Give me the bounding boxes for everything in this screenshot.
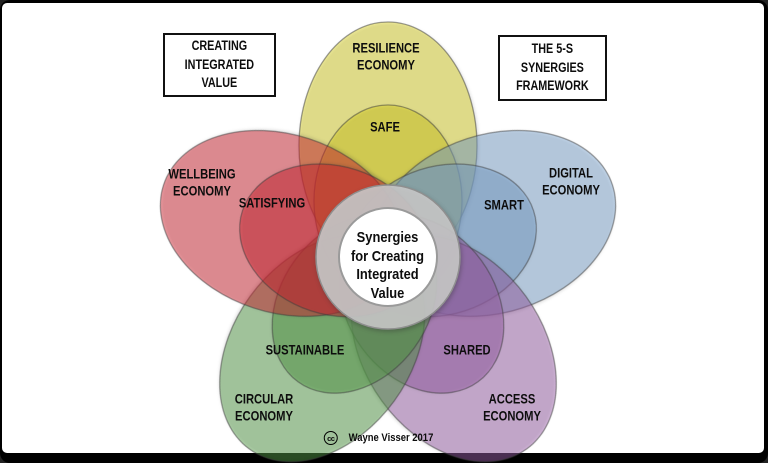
label-sustainable-text: SUSTAINABLE xyxy=(265,341,345,358)
title-box-left-text: CREATING INTEGRATED VALUE xyxy=(184,37,255,91)
label-sustainable: SUSTAINABLE xyxy=(256,342,355,359)
label-wellbeing-economy: WELLBEING ECONOMY xyxy=(160,165,244,198)
center-hub-label-text: Synergies for Creating Integrated Value xyxy=(351,228,425,303)
label-shared-text: SHARED xyxy=(443,341,491,358)
label-safe: SAFE xyxy=(366,119,403,136)
title-box-right-text: THE 5-S SYNERGIES FRAMEWORK xyxy=(516,40,589,94)
label-smart-text: SMART xyxy=(484,196,524,213)
title-box-5s-synergies-framework: THE 5-S SYNERGIES FRAMEWORK xyxy=(498,35,607,101)
label-circular-economy: CIRCULAR ECONOMY xyxy=(227,390,300,423)
label-satisfying-text: SATISFYING xyxy=(238,194,306,211)
label-access-economy: ACCESS ECONOMY xyxy=(476,390,548,423)
center-hub-label: Synergies for Creating Integrated Value xyxy=(333,210,443,304)
label-circular-economy-text: CIRCULAR ECONOMY xyxy=(234,390,294,423)
label-smart: SMART xyxy=(479,197,529,214)
label-digital-economy-text: DIGITAL ECONOMY xyxy=(542,164,600,197)
title-box-creating-integrated-value: CREATING INTEGRATED VALUE xyxy=(163,33,276,97)
label-satisfying: SATISFYING xyxy=(231,195,314,212)
label-wellbeing-economy-text: WELLBEING ECONOMY xyxy=(168,165,236,198)
credit-line: cc Wayne Visser 2017 xyxy=(323,431,440,445)
label-resilience-economy: RESILIENCE ECONOMY xyxy=(344,39,428,72)
label-shared: SHARED xyxy=(437,342,496,359)
credit-text: Wayne Visser 2017 xyxy=(348,432,434,444)
label-access-economy-text: ACCESS ECONOMY xyxy=(483,390,541,423)
center-circle xyxy=(338,207,438,307)
label-resilience-economy-text: RESILIENCE ECONOMY xyxy=(352,39,420,72)
label-digital-economy: DIGITAL ECONOMY xyxy=(535,164,607,197)
label-safe-text: SAFE xyxy=(370,118,400,135)
creative-commons-icon: cc xyxy=(323,431,338,445)
